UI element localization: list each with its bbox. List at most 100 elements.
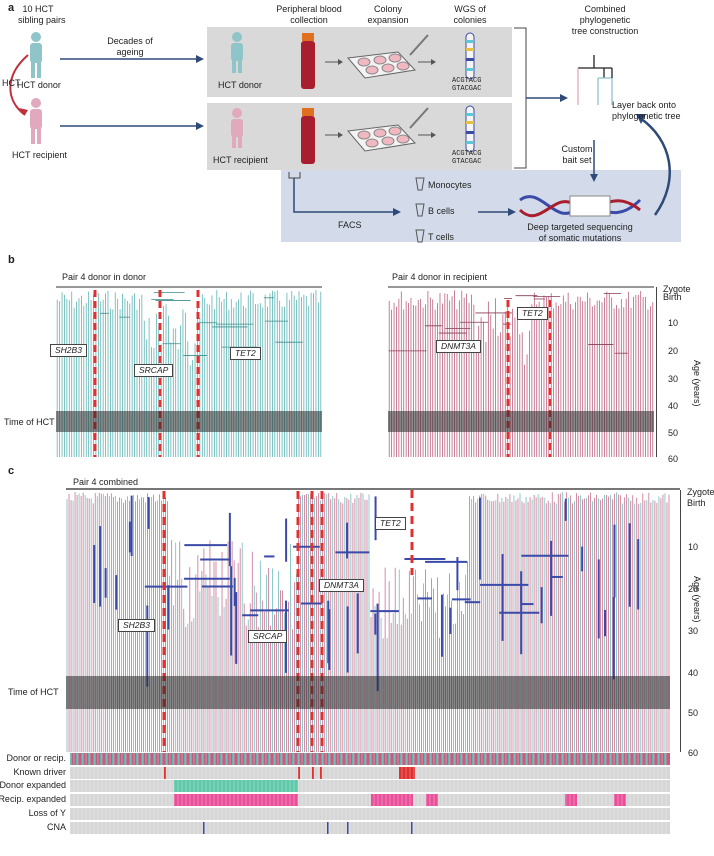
gene-label-dnmt3a-c: DNMT3A (319, 579, 364, 592)
track-donor-recip-cell (534, 753, 536, 765)
tube-icon-bcells (415, 203, 425, 217)
track-donor-recip-cell (504, 753, 506, 765)
track-donor-recip-cell (450, 753, 452, 765)
track-donor-recip-cell (542, 753, 544, 765)
track-donor-recip-cell (118, 753, 120, 765)
track-donor-recip-cell (156, 753, 158, 765)
track-donor-recip-cell (188, 753, 190, 765)
track-donor-recip-cell (498, 753, 500, 765)
track-donor-recip-cell (406, 753, 408, 765)
track-donor-recip-cell (532, 753, 534, 765)
facs-label: FACS (338, 220, 362, 230)
track-donor-recip-cell (438, 753, 440, 765)
track-donor-recip-cell (422, 753, 424, 765)
track-donor-recip-cell (228, 753, 230, 765)
track-donor-recip-cell (216, 753, 218, 765)
track-donor-recip-cell (242, 753, 244, 765)
track-donor-recip-cell (506, 753, 508, 765)
track-donor-recip-cell (390, 753, 392, 765)
time-of-hct-label-b: Time of HCT (4, 417, 55, 427)
track-donor-recip-cell (458, 753, 460, 765)
track-donor-recip-cell (642, 753, 644, 765)
blood-tube-icon-donor (301, 33, 315, 89)
track-donor-recip-cell (208, 753, 210, 765)
track-donor-recip-cell (298, 753, 300, 765)
track-donor-recip-cell (96, 753, 98, 765)
track-donor-recip-cell (444, 753, 446, 765)
track-donor-recip-cell (530, 753, 532, 765)
track-donor-recip-cell (210, 753, 212, 765)
axis-b-zygote: Zygote (663, 284, 691, 294)
track-donor-recip-cell (564, 753, 566, 765)
track-donor-recip-cell (226, 753, 228, 765)
track-donor-recip-cell (496, 753, 498, 765)
box-donor-label: HCT donor (218, 80, 262, 90)
track-donor-recip-cell (246, 753, 248, 765)
track-donor-recip-cell (460, 753, 462, 765)
track-donor-recip-cell (170, 753, 172, 765)
track-donor-recip-cell (168, 753, 170, 765)
dna-helix-icon (518, 195, 642, 218)
track-donor-recip-cell (312, 753, 314, 765)
facs-box (281, 170, 681, 242)
track-donor-recip-cell (260, 753, 262, 765)
track-donor-recip-cell (234, 753, 236, 765)
track-donor-recip-cell (222, 753, 224, 765)
track-donor-recip-cell (362, 753, 364, 765)
decades-label: Decades of ageing (107, 36, 153, 57)
gene-label-tet2-b-right: TET2 (517, 307, 548, 320)
track-donor-recip-cell (344, 753, 346, 765)
time-of-hct-band-c (66, 676, 670, 709)
track-donor-recip-cell (546, 753, 548, 765)
track-donor-recip-cell (604, 753, 606, 765)
track-donor-recip-cell (638, 753, 640, 765)
combined-label: Combined phylogenetic tree construction (571, 4, 639, 36)
track-donor-recip-cell (502, 753, 504, 765)
track-donor-recip-cell (138, 753, 140, 765)
track-donor-recip-cell (610, 753, 612, 765)
track-donor-recip-cell (582, 753, 584, 765)
track-donor-recip-cell (456, 753, 458, 765)
track-donor-recip-cell (426, 753, 428, 765)
track-donor-recip-cell (262, 753, 264, 765)
track-donor-recip-cell (172, 753, 174, 765)
track-donor-recip-cell (430, 753, 432, 765)
panel-c-letter: c (8, 465, 15, 477)
track-donor-recip-cell (548, 753, 550, 765)
track-donor-recip-cell (590, 753, 592, 765)
track-donor-recip-cell (600, 753, 602, 765)
track-donor-recip-cell (622, 753, 624, 765)
track-donor-recip-cell (560, 753, 562, 765)
track-donor-recip-cell (110, 753, 112, 765)
deep-seq-label: Deep targeted sequencing of somatic muta… (527, 222, 633, 243)
track-donor-recip-cell (402, 753, 404, 765)
track-donor-recip-cell (326, 753, 328, 765)
track-donor-recip-cell (238, 753, 240, 765)
track-donor-recip-cell (368, 753, 370, 765)
track-donor-recip-cell (620, 753, 622, 765)
panel-b-title-right: Pair 4 donor in recipient (392, 272, 488, 282)
track-donor-recip-cell (136, 753, 138, 765)
track-donor-recip-cell (302, 753, 304, 765)
track-donor-recip-cell (232, 753, 234, 765)
track-donor-recip-cell (80, 753, 82, 765)
track-label-donor-expanded: Donor expanded (0, 780, 66, 790)
track-donor-recip-cell (88, 753, 90, 765)
colony-label: Colony expansion (367, 4, 409, 25)
track-donor-recip-cell (490, 753, 492, 765)
axis-b-tick-50: 50 (668, 428, 679, 438)
axis-c-zygote: Zygote (687, 487, 714, 497)
axis-c-tick-40: 40 (688, 668, 699, 678)
track-donor-recip-cell (446, 753, 448, 765)
track-donor-recip-cell (512, 753, 514, 765)
track-donor-recip-cell (352, 753, 354, 765)
axis-c-tick-60: 60 (688, 748, 699, 758)
donor-person-icon (30, 32, 42, 78)
track-donor-recip-cell (306, 753, 308, 765)
hct-donor-label: HCT donor (17, 80, 61, 90)
axis-b-tick-30: 30 (668, 374, 679, 384)
track-donor-recip-cell (130, 753, 132, 765)
track-donor-recip-cell (650, 753, 652, 765)
track-donor-recip-cell (164, 753, 166, 765)
